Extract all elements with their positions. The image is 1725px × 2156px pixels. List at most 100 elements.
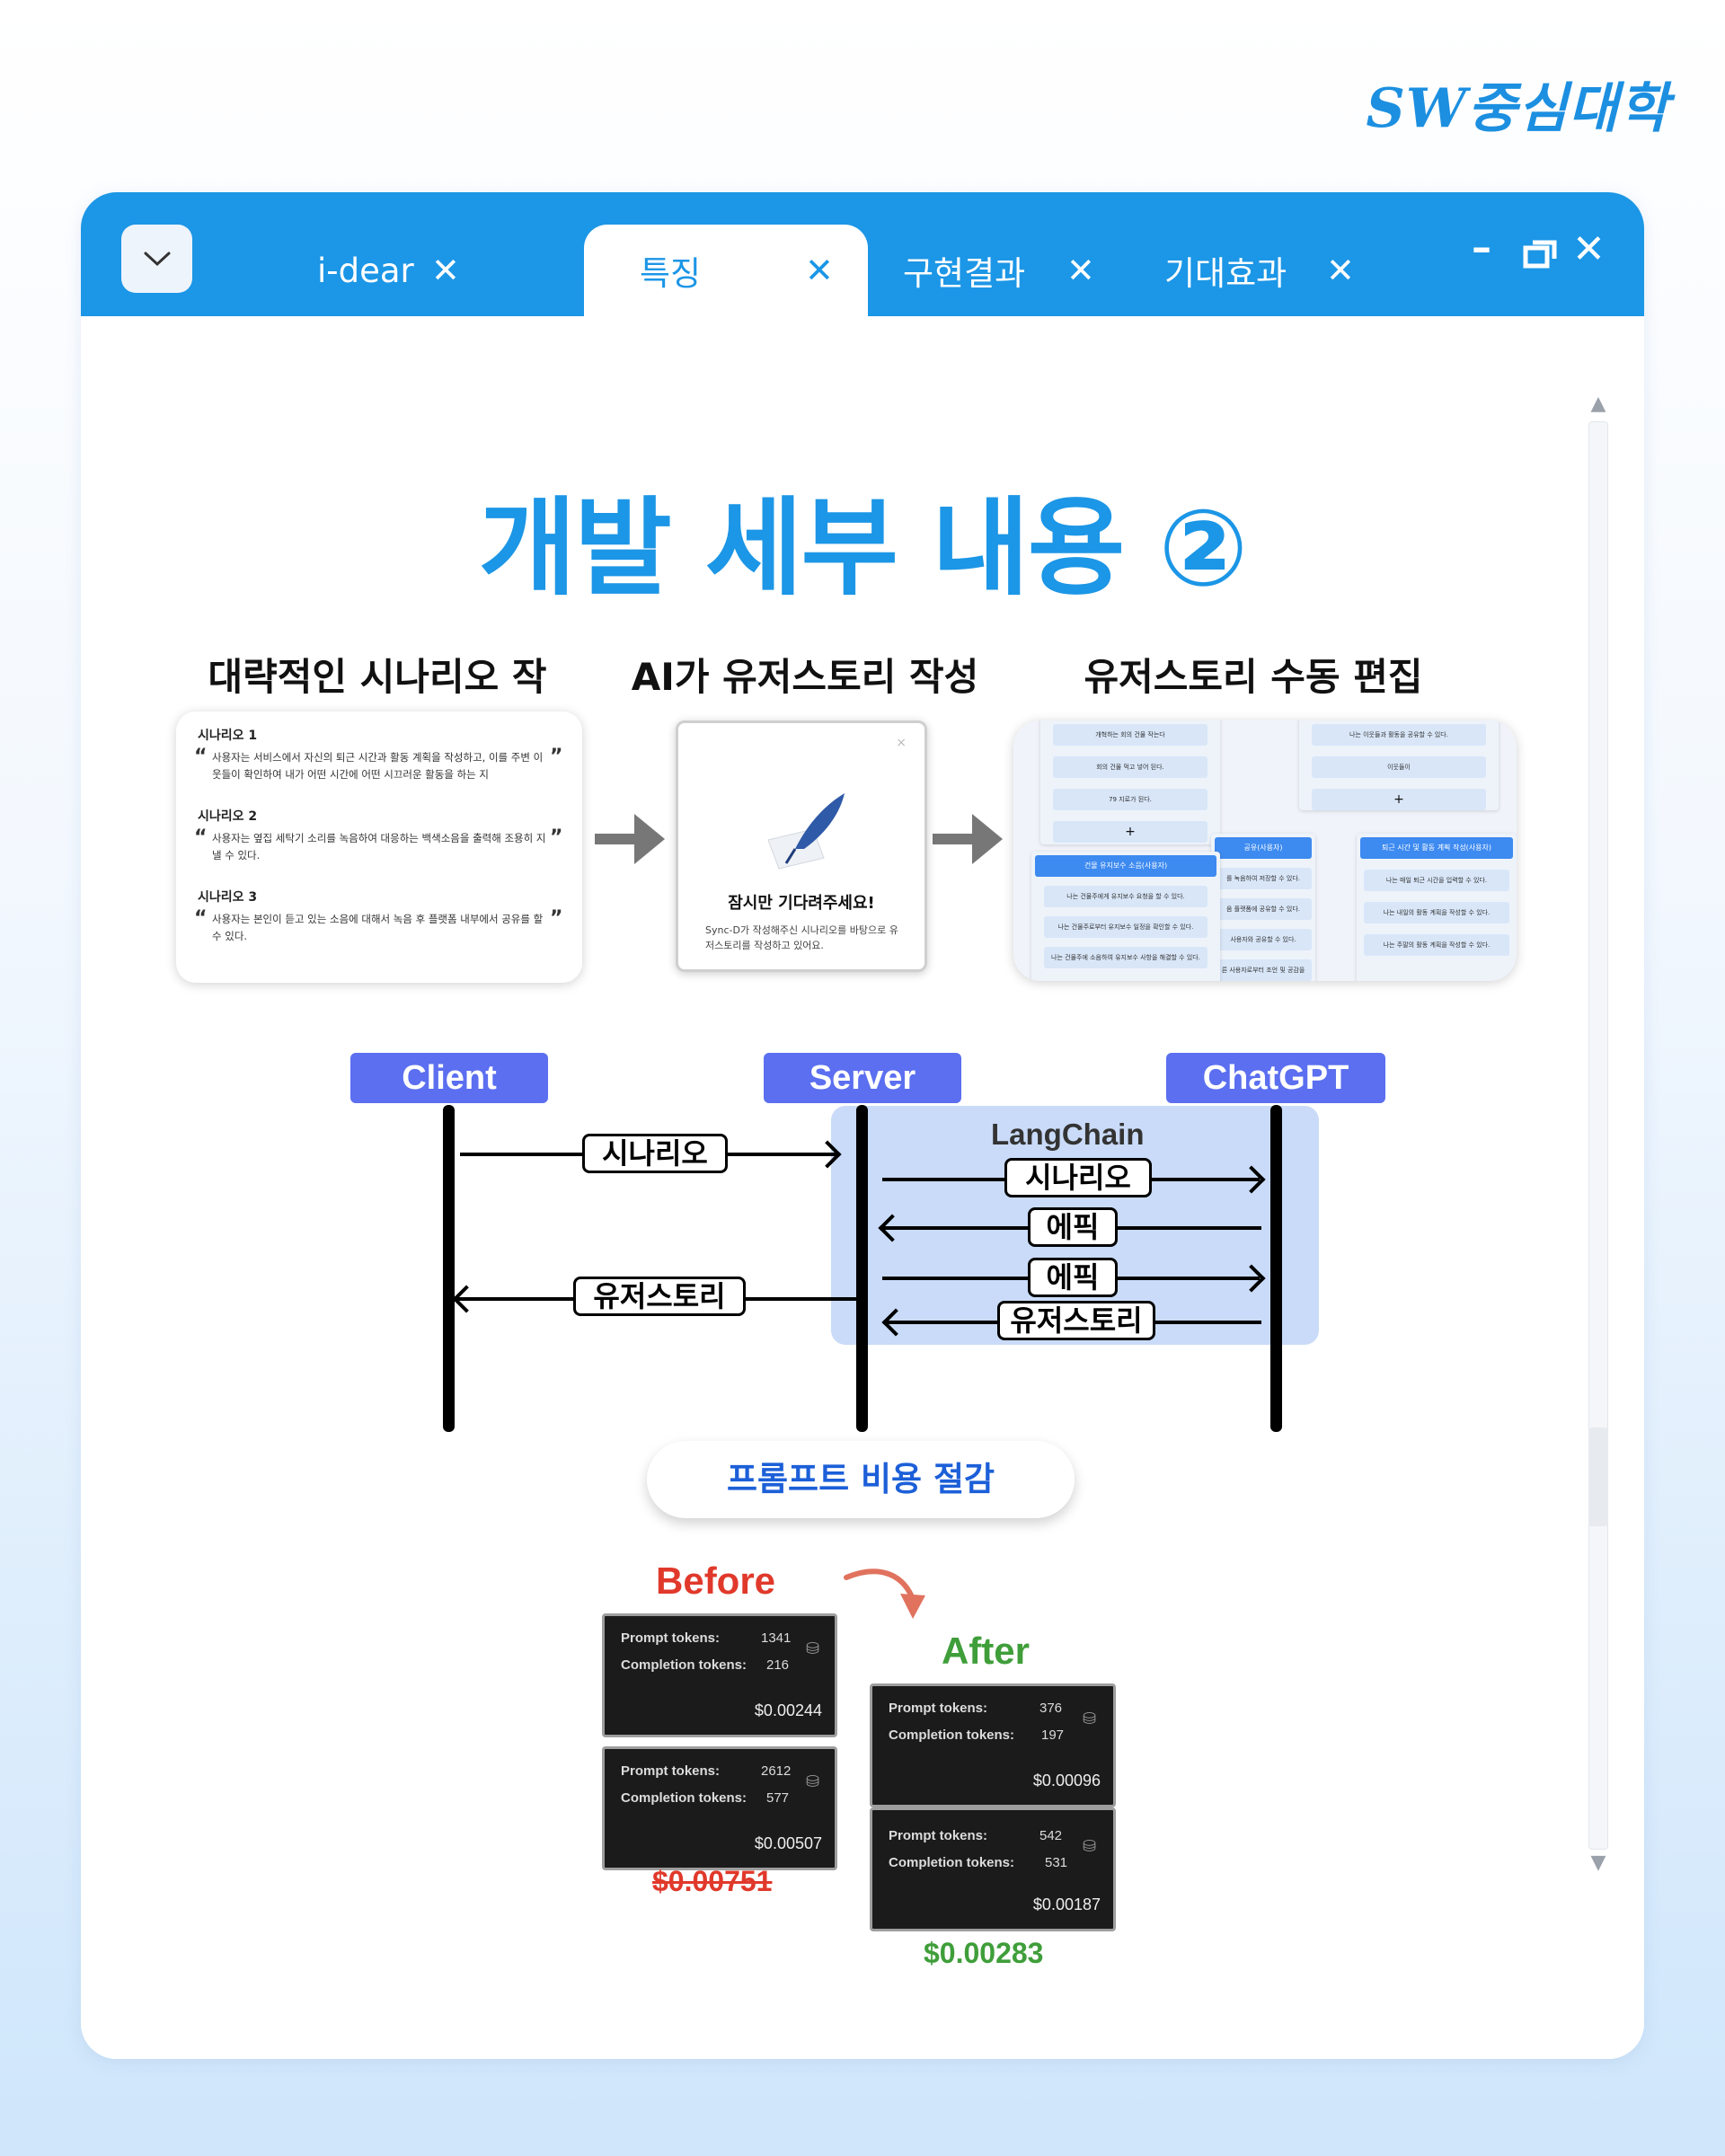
completion-tokens-label: Completion tokens: (621, 1657, 748, 1673)
server-lifeline (856, 1105, 868, 1432)
coins-icon: ⛁ (806, 1639, 820, 1657)
quote-open-icon: “ (194, 746, 208, 768)
arrow-right-icon (595, 814, 665, 864)
token-usage-card: Prompt tokens: 1341 Completion tokens: 2… (602, 1613, 837, 1737)
restore-icon[interactable] (1522, 234, 1558, 279)
client-lifeline (443, 1105, 455, 1432)
completion-tokens-value: 216 (766, 1657, 790, 1673)
close-window-icon[interactable]: ✕ (1572, 226, 1606, 272)
prompt-tokens-label: Prompt tokens: (889, 1701, 988, 1716)
completion-tokens-value: 197 (1041, 1727, 1065, 1743)
before-label: Before (656, 1560, 776, 1602)
tab-menu-button[interactable] (121, 225, 192, 293)
coins-icon: ⛁ (806, 1772, 820, 1790)
step-title-ai: AI가 유저스토리 작성 (631, 655, 979, 699)
browser-window: i-dear ✕ 특징 ✕ 구현결과 ✕ 기대효과 ✕ – ✕ ▲ ▼ (81, 192, 1644, 2059)
scenario-text: 사용자는 서비스에서 자신의 퇴근 시간과 활동 계획을 작성하고, 이를 주변… (212, 751, 544, 781)
token-usage-card: Prompt tokens: 376 Completion tokens: 19… (870, 1683, 1116, 1807)
message-label: 시나리오 (582, 1134, 728, 1173)
token-cost: $0.00244 (754, 1701, 822, 1719)
coins-icon: ⛁ (1083, 1837, 1097, 1855)
token-cost: $0.00187 (1032, 1895, 1101, 1913)
prompt-tokens-label: Prompt tokens: (889, 1828, 988, 1843)
message-label: 시나리오 (1004, 1158, 1152, 1197)
tab-effects[interactable]: 기대효과 ✕ (1164, 225, 1398, 316)
story-item[interactable]: 나는 건물주에게 유지보수 요청을 할 수 있다.× (1044, 886, 1208, 907)
close-icon[interactable]: ✕ (1326, 251, 1355, 290)
brand-logo: SW중심대학 (1366, 77, 1669, 140)
close-icon[interactable]: ✕ (805, 251, 834, 290)
close-icon[interactable]: ✕ (431, 251, 460, 290)
loading-dialog: × 잠시만 기다려주세요! Sync-D가 작성해주신 시나리오를 바탕으로 유… (676, 720, 927, 972)
token-cost: $0.00096 (1032, 1772, 1101, 1789)
cost-reduction-pill: 프롬프트 비용 절감 (647, 1441, 1075, 1518)
scenario-item: “ 사용자는 옆집 세탁기 소리를 녹음하여 대응하는 백색소음을 출력해 조용… (194, 828, 564, 864)
scrollbar[interactable]: ▲ ▼ (1586, 394, 1612, 2059)
story-item[interactable]: 를 녹음하여 저장할 수 있다. (1215, 868, 1312, 889)
prompt-tokens-value: 542 (1039, 1828, 1063, 1843)
page-title: 개발 세부 내용 ② (478, 486, 1249, 610)
arrow-right-icon (933, 814, 1003, 864)
scroll-track[interactable] (1588, 421, 1608, 1850)
story-item[interactable]: 나는 내일의 활동 계획을 작성할 수 있다. (1364, 902, 1509, 923)
story-item[interactable]: 79 지로가 된다.× (1053, 789, 1208, 810)
client-label: Client (350, 1053, 548, 1103)
add-story-button[interactable]: + (1053, 821, 1208, 843)
tab-i-dear[interactable]: i-dear ✕ (220, 225, 472, 316)
board-column: 건물 유지보수 소음(사용자) 나는 건물주에게 유지보수 요청을 할 수 있다… (1031, 852, 1220, 981)
story-item[interactable]: 개혁하는 회의 건물 작는다× (1053, 724, 1208, 746)
story-item[interactable]: 사용자와 공유할 수 있다. (1215, 929, 1312, 950)
board-column: 개혁하는 회의 건물 작는다× 회의 건물 먹고 넣어 된다.× 79 지로가 … (1040, 720, 1220, 844)
prompt-tokens-value: 376 (1039, 1701, 1063, 1716)
token-usage-card: Prompt tokens: 2612 Completion tokens: 5… (602, 1746, 837, 1870)
scenario-text: 사용자는 옆집 세탁기 소리를 녹음하여 대응하는 백색소음을 출력해 조용히 … (212, 832, 546, 862)
message-label: 에픽 (1028, 1207, 1118, 1247)
scroll-up-icon[interactable]: ▲ (1590, 393, 1606, 415)
story-item[interactable]: 음 플랫폼에 공유할 수 있다. (1215, 898, 1312, 920)
chevron-down-icon (144, 252, 170, 267)
story-item[interactable]: 회의 건물 먹고 넣어 된다.× (1053, 756, 1208, 778)
prompt-tokens-value: 1341 (761, 1630, 792, 1646)
minimize-icon[interactable]: – (1472, 225, 1491, 270)
scroll-down-icon[interactable]: ▼ (1590, 1851, 1606, 1874)
tab-label: 기대효과 (1164, 254, 1287, 293)
scenario-text: 사용자는 본인이 듣고 있는 소음에 대해서 녹음 후 플랫폼 내부에서 공유를… (212, 913, 544, 942)
scroll-thumb[interactable] (1588, 1427, 1608, 1526)
story-item[interactable]: 이웃들이× (1312, 756, 1486, 778)
close-icon[interactable]: ✕ (1066, 251, 1095, 290)
tab-label: i-dear (317, 251, 414, 290)
token-cost: $0.00507 (754, 1834, 822, 1852)
story-item[interactable]: 나는 이웃들과 활동을 공유할 수 있다.× (1312, 724, 1486, 746)
chatgpt-label: ChatGPT (1166, 1053, 1385, 1103)
loading-title: 잠시만 기다려주세요! (728, 894, 875, 913)
completion-tokens-value: 577 (766, 1790, 790, 1806)
tab-features[interactable]: 특징 ✕ (584, 225, 868, 316)
board-column: 퇴근 시간 및 활동 계획 작성(사용자) 나는 매일 퇴근 시간을 입력할 수… (1357, 834, 1517, 981)
story-item[interactable]: 나는 매일 퇴근 시간을 입력할 수 있다. (1364, 870, 1509, 891)
story-item[interactable]: 나는 건물주에 소음하여 유지보수 사항을 해결할 수 있다.× (1044, 947, 1208, 968)
total-cost-after: $0.00283 (924, 1937, 1044, 1969)
story-item[interactable]: 나는 건물주로부터 유지보수 일정을 확인할 수 있다.× (1044, 916, 1208, 938)
after-label: After (942, 1630, 1031, 1672)
scenario-item: “ 사용자는 서비스에서 자신의 퇴근 시간과 활동 계획을 작성하고, 이를 … (194, 746, 564, 783)
quill-paper-icon (767, 793, 845, 870)
tab-label: 구현결과 (903, 254, 1026, 293)
story-item[interactable]: 른 사용자로부터 조언 및 공감을 (1215, 959, 1312, 981)
token-usage-card: Prompt tokens: 542 Completion tokens: 53… (870, 1807, 1116, 1931)
langchain-label: LangChain (991, 1118, 1145, 1151)
server-label: Server (764, 1053, 961, 1103)
add-story-button[interactable]: + (1312, 789, 1486, 810)
tab-results[interactable]: 구현결과 ✕ (903, 225, 1137, 316)
story-item[interactable]: 나는 주말의 활동 계획을 작성할 수 있다. (1364, 934, 1509, 956)
step-title-scenario: 대략적인 시나리오 작성 (208, 655, 547, 754)
story-board: 개혁하는 회의 건물 작는다× 회의 건물 먹고 넣어 된다.× 79 지로가 … (1013, 720, 1517, 981)
close-icon[interactable]: × (896, 736, 907, 750)
coins-icon: ⛁ (1083, 1710, 1097, 1727)
quote-close-icon: ” (550, 907, 563, 930)
quote-close-icon: ” (550, 746, 563, 768)
board-column: 나는 이웃들과 활동을 공유할 수 있다.× 이웃들이× + (1299, 720, 1499, 810)
scenario-title: 시나리오 3 (198, 890, 258, 905)
completion-tokens-value: 531 (1045, 1855, 1068, 1870)
tab-bar: i-dear ✕ 특징 ✕ 구현결과 ✕ 기대효과 ✕ – ✕ (81, 192, 1644, 316)
board-column: 공유(사용자) 를 녹음하여 저장할 수 있다. 음 플랫폼에 공유할 수 있다… (1211, 834, 1315, 981)
